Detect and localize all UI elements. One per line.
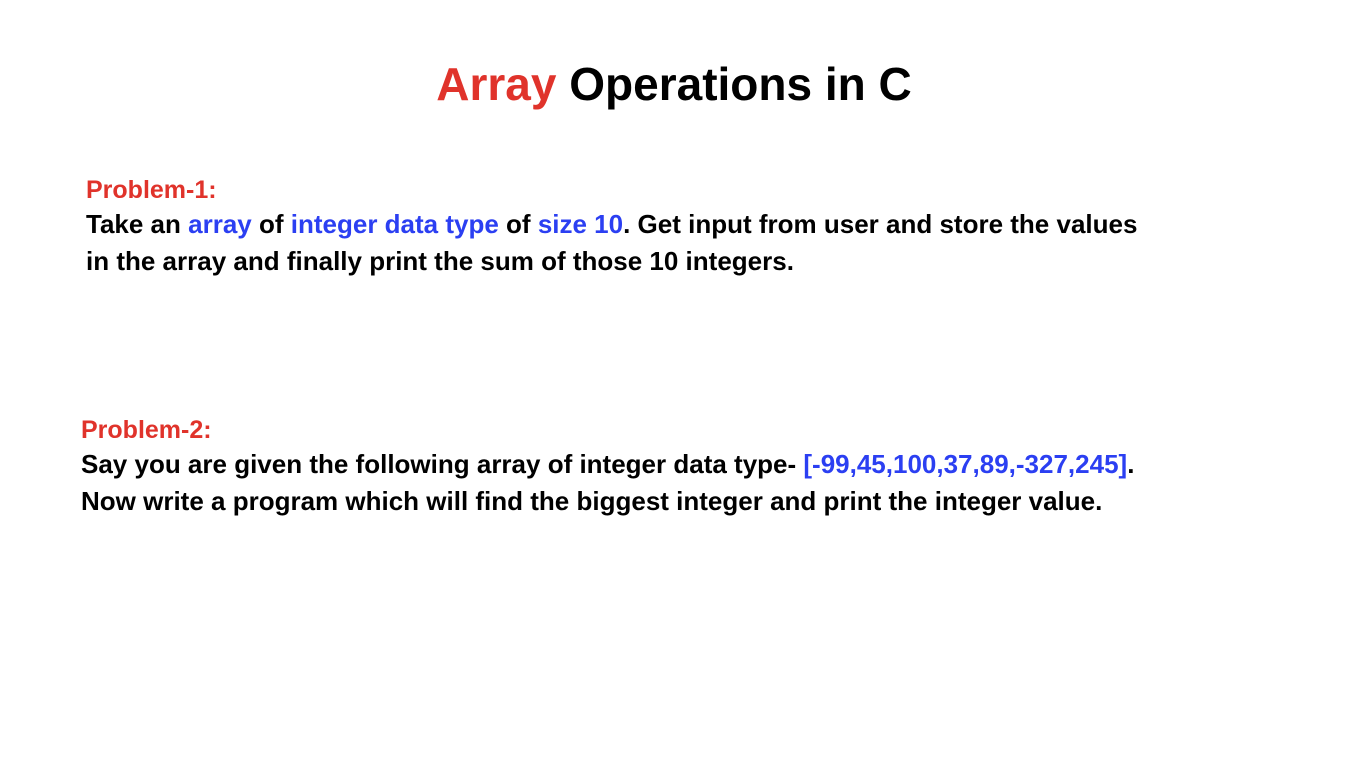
problem-1-line-2: in the array and finally print the sum o… xyxy=(86,246,794,276)
problem-1-text: . Get input from user and store the valu… xyxy=(623,209,1138,239)
problem-1-text: of xyxy=(251,209,291,239)
problem-1-keyword-array: array xyxy=(188,209,252,239)
problem-2-text: Say you are given the following array of… xyxy=(81,449,804,479)
problem-1-block: Problem-1: Take an array of integer data… xyxy=(86,174,1137,280)
problem-2-heading: Problem-2: xyxy=(81,416,212,444)
problem-1-text: of xyxy=(498,209,538,239)
problem-1-line-1: Take an array of integer data type of si… xyxy=(86,206,1137,243)
problem-2-line-1: Say you are given the following array of… xyxy=(81,446,1134,483)
title-rest: Operations in C xyxy=(556,58,912,110)
problem-1-heading: Problem-1: xyxy=(86,176,217,204)
problem-1-text: Take an xyxy=(86,209,189,239)
problem-2-line-2: Now write a program which will find the … xyxy=(81,486,1103,516)
problem-2-text: . xyxy=(1127,449,1135,479)
slide-title: Array Operations in C xyxy=(0,52,1348,116)
problem-2-array-literal: [-99,45,100,37,89,-327,245] xyxy=(803,449,1128,479)
title-highlight: Array xyxy=(436,58,557,110)
problem-1-keyword-size: size 10 xyxy=(537,209,624,239)
problem-2-block: Problem-2: Say you are given the followi… xyxy=(81,414,1134,520)
problem-1-keyword-data-type: integer data type xyxy=(290,209,499,239)
